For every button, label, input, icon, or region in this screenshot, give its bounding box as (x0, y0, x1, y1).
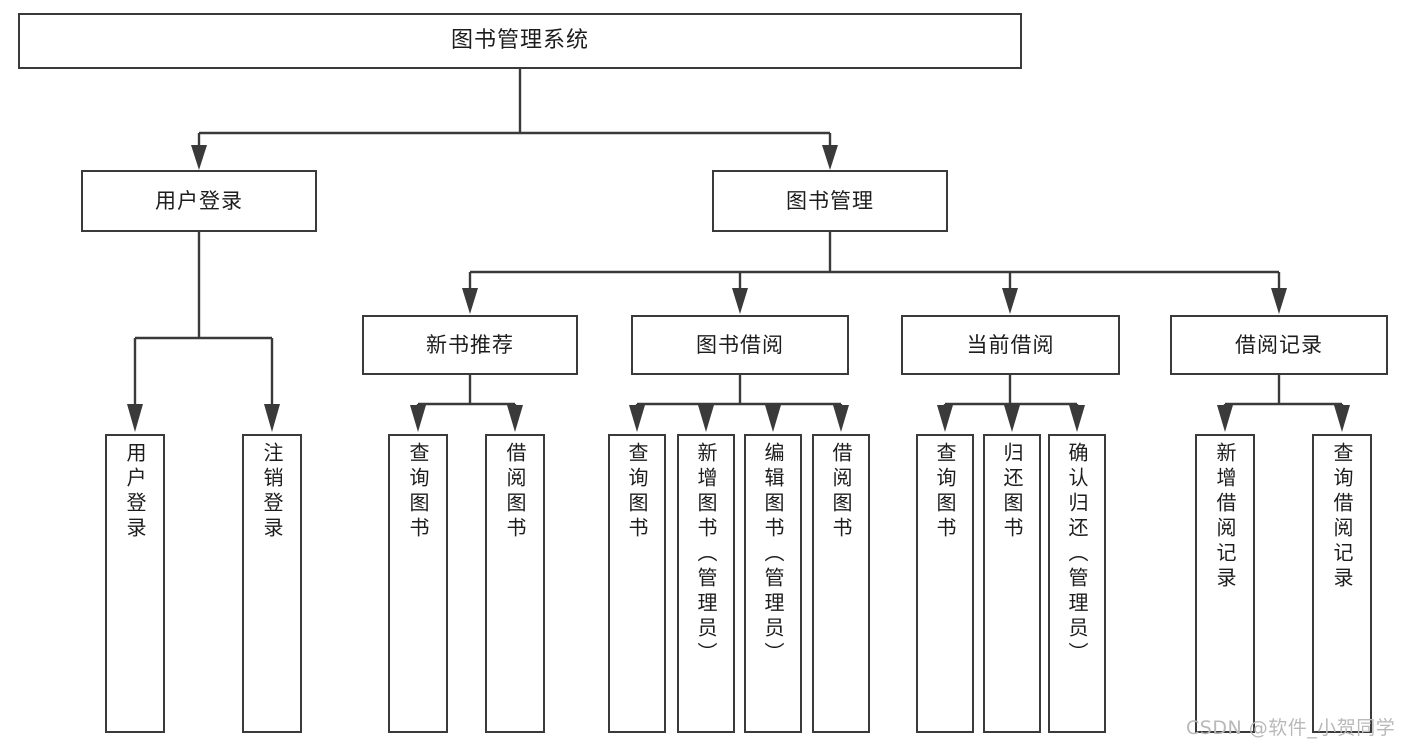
leaf-user-login-label: 用户登录 (123, 442, 147, 542)
arrowhead-c3 (1069, 405, 1085, 432)
node-new-book-recommend[interactable]: 新书推荐 (362, 315, 578, 375)
leaf-return-book[interactable]: 归还图书 (983, 434, 1041, 733)
leaf-borrow-book-label: 借阅图书 (829, 442, 853, 542)
leaf-query-book-current-label: 查询图书 (933, 442, 957, 542)
arrowhead-r1 (1217, 405, 1233, 432)
arrowhead-c2 (1004, 405, 1020, 432)
node-borrow-record-label: 借阅记录 (1235, 332, 1323, 357)
arrowhead-b2 (698, 405, 714, 432)
leaf-add-borrow-record-label: 新增借阅记录 (1213, 442, 1237, 592)
node-book-borrow[interactable]: 图书借阅 (631, 315, 849, 375)
node-root-label: 图书管理系统 (450, 28, 589, 54)
node-root[interactable]: 图书管理系统 (18, 13, 1022, 69)
arrowhead-n1 (410, 405, 426, 432)
arrowhead-c1 (937, 405, 953, 432)
leaf-add-borrow-record[interactable]: 新增借阅记录 (1195, 434, 1255, 733)
watermark: CSDN @软件_小贺同学 (1186, 717, 1396, 739)
node-new-book-recommend-label: 新书推荐 (426, 332, 514, 357)
node-book-management[interactable]: 图书管理 (712, 170, 948, 232)
arrowhead-u1 (127, 404, 143, 432)
arrowhead-l3b (732, 288, 748, 314)
arrowhead-b3 (765, 405, 781, 432)
leaf-confirm-return-admin-label: 确认归还（管理员） (1065, 442, 1089, 667)
arrowhead-l3d (1271, 288, 1287, 314)
leaf-logout-label: 注销登录 (260, 442, 284, 542)
leaf-return-book-label: 归还图书 (1000, 442, 1024, 542)
arrowhead-l3c (1002, 288, 1018, 314)
leaf-add-book-admin-label: 新增图书（管理员） (694, 442, 718, 667)
leaf-query-book-borrow-label: 查询图书 (625, 442, 649, 542)
leaf-confirm-return-admin[interactable]: 确认归还（管理员） (1048, 434, 1106, 733)
node-current-borrow[interactable]: 当前借阅 (901, 315, 1120, 375)
leaf-query-book-recommend[interactable]: 查询图书 (388, 434, 448, 733)
arrowhead-b1 (629, 405, 645, 432)
node-book-borrow-label: 图书借阅 (696, 332, 784, 357)
arrowhead-n2 (507, 405, 523, 432)
node-book-management-label: 图书管理 (786, 188, 874, 213)
arrowhead-book-mgmt (822, 145, 838, 170)
leaf-query-book-recommend-label: 查询图书 (406, 442, 430, 542)
leaf-query-book-current[interactable]: 查询图书 (916, 434, 974, 733)
node-user-login[interactable]: 用户登录 (81, 170, 317, 232)
arrowhead-r2 (1334, 405, 1350, 432)
leaf-borrow-book-recommend-label: 借阅图书 (503, 442, 527, 542)
node-borrow-record[interactable]: 借阅记录 (1170, 315, 1388, 375)
leaf-query-book-borrow[interactable]: 查询图书 (608, 434, 666, 733)
node-current-borrow-label: 当前借阅 (966, 332, 1055, 357)
arrowhead-b4 (833, 405, 849, 432)
leaf-borrow-book-recommend[interactable]: 借阅图书 (485, 434, 545, 733)
leaf-borrow-book[interactable]: 借阅图书 (812, 434, 870, 733)
leaf-add-book-admin[interactable]: 新增图书（管理员） (677, 434, 735, 733)
leaf-query-borrow-record[interactable]: 查询借阅记录 (1312, 434, 1372, 733)
leaf-logout[interactable]: 注销登录 (242, 434, 302, 733)
leaf-query-borrow-record-label: 查询借阅记录 (1330, 442, 1354, 592)
node-user-login-label: 用户登录 (155, 188, 243, 213)
arrowhead-u2 (264, 404, 280, 432)
arrowhead-l3a (462, 288, 478, 314)
leaf-edit-book-admin-label: 编辑图书（管理员） (761, 442, 785, 667)
leaf-edit-book-admin[interactable]: 编辑图书（管理员） (744, 434, 802, 733)
leaf-user-login[interactable]: 用户登录 (105, 434, 165, 733)
arrowhead-user-login (191, 145, 207, 170)
